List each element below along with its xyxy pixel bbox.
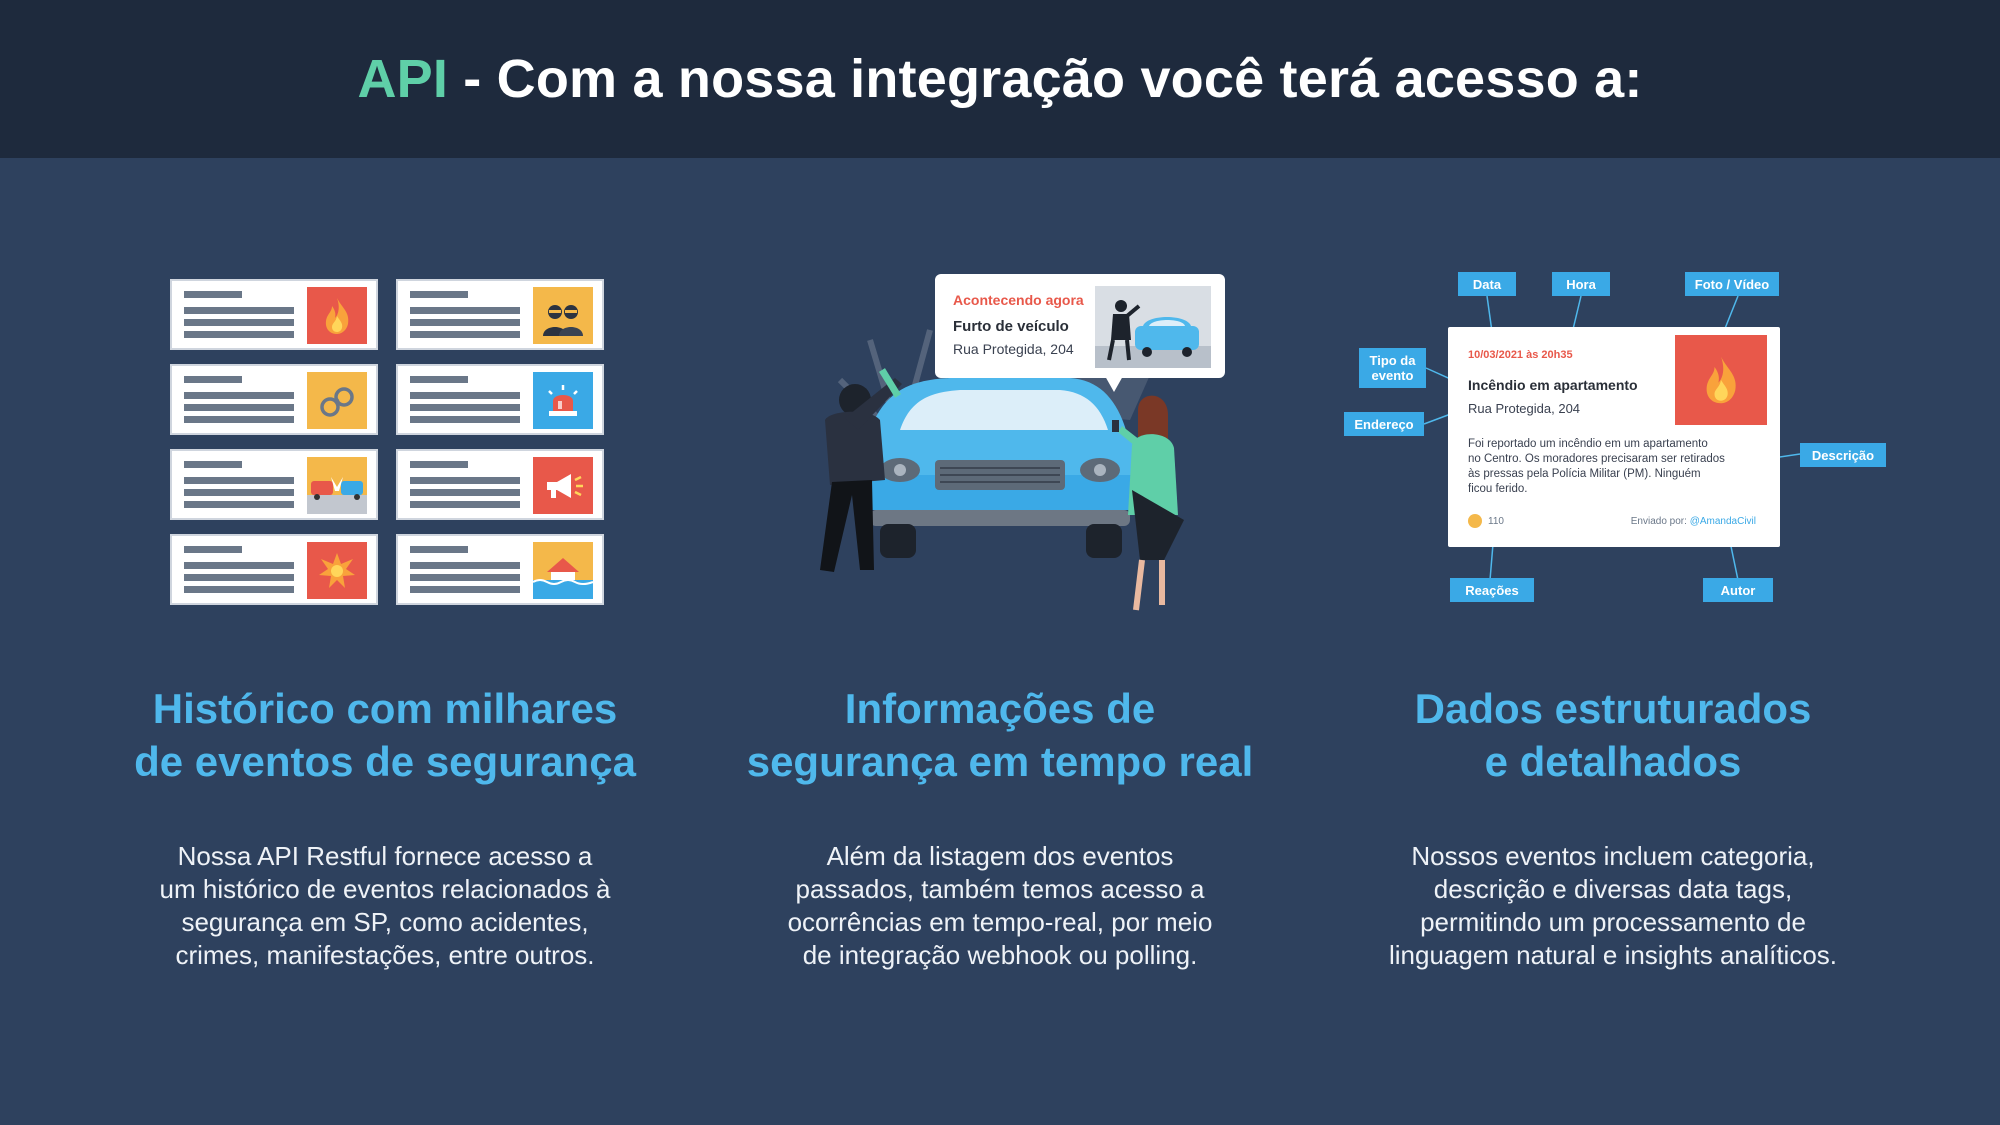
alert-status: Acontecendo agora [953, 292, 1084, 308]
tag-tipo-evento: Tipo da evento [1359, 348, 1426, 388]
realtime-alert-card: Acontecendo agora Furto de veículo Rua P… [935, 274, 1225, 392]
alert-pointer [1105, 376, 1123, 392]
event-reactions: 110 [1468, 514, 1504, 528]
tag-hora: Hora [1552, 272, 1610, 296]
handcuffs-icon [307, 372, 367, 429]
column-desc-realtime: Além da listagem dos eventos passados, t… [787, 841, 1213, 970]
robbers-icon [533, 287, 593, 344]
title-rest: - Com a nossa integração você terá acess… [448, 49, 1643, 109]
tag-descricao: Descrição [1800, 443, 1886, 467]
event-list-card [170, 364, 378, 435]
siren-icon [533, 372, 593, 429]
event-title: Incêndio em apartamento [1468, 377, 1638, 393]
alert-photo [1095, 286, 1211, 368]
tag-foto-video: Foto / Vídeo [1685, 272, 1779, 296]
column-title-structured: Dados estruturados e detalhados [1414, 685, 1812, 785]
event-photo [1675, 335, 1767, 425]
column-desc-history: Nossa API Restful fornece acesso a um hi… [159, 841, 611, 970]
title-accent: API [357, 49, 449, 109]
event-list-card [170, 279, 378, 350]
column-title-realtime: Informações de segurança em tempo real [746, 685, 1254, 785]
alert-title: Furto de veículo [953, 318, 1069, 335]
alert-address: Rua Protegida, 204 [953, 341, 1074, 357]
reaction-emoji-icon [1468, 514, 1482, 528]
event-list-card [396, 449, 604, 520]
event-list-card [396, 364, 604, 435]
column-title-history: Histórico com milhares de eventos de seg… [134, 685, 636, 785]
car-crash-icon [307, 457, 367, 514]
event-datetime: 10/03/2021 às 20h35 [1468, 349, 1573, 361]
page-title: API - Com a nossa integração você terá a… [357, 48, 1642, 110]
column-desc-structured: Nossos eventos incluem categoria, descri… [1388, 841, 1838, 970]
realtime-illustration: Acontecendo agora Furto de veículo Rua P… [770, 270, 1230, 620]
event-author: @AmandaCivil [1689, 516, 1756, 527]
event-list-card [170, 449, 378, 520]
fire-icon [307, 287, 367, 344]
fire-icon [1706, 356, 1736, 404]
event-list-card [396, 279, 604, 350]
tag-reacoes: Reações [1450, 578, 1534, 602]
event-author-line: Enviado por: @AmandaCivil [1631, 516, 1756, 527]
event-address: Rua Protegida, 204 [1468, 401, 1581, 416]
event-list-card [170, 534, 378, 605]
event-list-card [396, 534, 604, 605]
explosion-icon [307, 542, 367, 599]
megaphone-icon [533, 457, 593, 514]
tag-endereco: Endereço [1344, 412, 1424, 436]
sent-by-label: Enviado por: [1630, 516, 1687, 527]
event-description: Foi reportado um incêndio em um apartame… [1468, 438, 1725, 495]
header-bar: API - Com a nossa integração você terá a… [0, 0, 2000, 158]
reactions-count: 110 [1488, 515, 1504, 527]
event-detail-card: 10/03/2021 às 20h35 Incêndio em apartame… [1448, 327, 1780, 547]
flood-icon [533, 542, 593, 599]
tag-data: Data [1458, 272, 1516, 296]
tag-autor: Autor [1703, 578, 1773, 602]
